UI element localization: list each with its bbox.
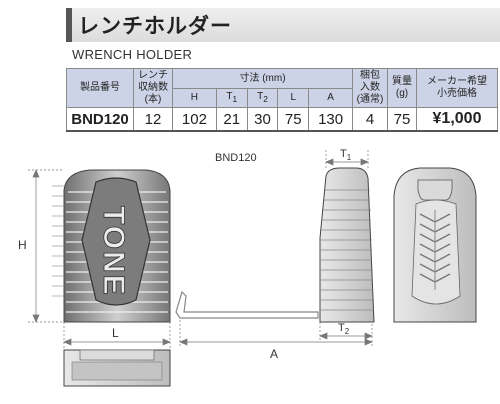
title-bar	[66, 8, 500, 42]
label-a: A	[270, 347, 279, 361]
spec-table: 製品番号 レンチ 収納数 (本) 寸法 (mm) 梱包 入数 (通常) 質量 (…	[66, 68, 498, 132]
dim-a	[179, 320, 373, 348]
page-title: レンチホルダー	[78, 14, 232, 38]
model-label: BND120	[215, 152, 257, 164]
header-dims: 寸法 (mm)	[172, 68, 353, 89]
cell-pack: 4	[352, 107, 388, 132]
header-dim-l: L	[277, 88, 310, 108]
tone-logo: TONE	[97, 206, 130, 297]
label-l: L	[112, 326, 119, 340]
wrench-outline	[175, 290, 319, 319]
cell-t1: 21	[215, 107, 248, 132]
side-view	[319, 167, 375, 323]
dim-l	[63, 322, 171, 348]
cell-t2: 30	[246, 107, 279, 132]
label-h: H	[18, 238, 27, 252]
header-price: メーカー希望 小売価格	[416, 68, 498, 108]
cell-code: BND120	[66, 107, 134, 132]
header-dim-t2: T2	[246, 88, 279, 108]
label-t1: T1	[340, 148, 352, 163]
cell-h: 102	[172, 107, 217, 132]
header-count: レンチ 収納数 (本)	[133, 68, 173, 108]
header-pack: 梱包 入数 (通常)	[352, 68, 388, 108]
header-code: 製品番号	[66, 68, 134, 108]
back-view	[393, 167, 477, 323]
dim-t1	[325, 150, 369, 168]
page-subtitle: WRENCH HOLDER	[72, 47, 193, 62]
header-dim-t1: T1	[215, 88, 248, 108]
cell-price: ¥1,000	[416, 107, 498, 132]
front-view: TONE	[52, 169, 171, 323]
cell-a: 130	[308, 107, 353, 132]
cell-weight: 75	[387, 107, 417, 132]
bottom-view	[63, 349, 171, 387]
dim-h	[28, 169, 64, 323]
cell-count: 12	[133, 107, 173, 132]
dim-t2	[319, 322, 373, 342]
label-t2: T2	[338, 322, 350, 337]
header-dim-a: A	[308, 88, 353, 108]
header-dim-h: H	[172, 88, 217, 108]
